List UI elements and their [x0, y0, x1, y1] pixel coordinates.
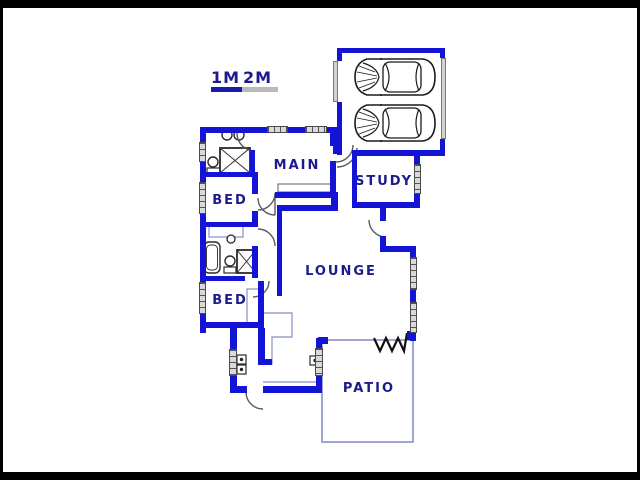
door-arc [335, 144, 354, 163]
wall [288, 127, 305, 133]
wall [200, 127, 267, 133]
wall [263, 386, 322, 393]
wall [250, 150, 255, 174]
wall [352, 150, 357, 208]
scale-label-1m: 1M [211, 68, 241, 87]
frame-top [0, 0, 640, 8]
wall [331, 192, 338, 211]
door-arc [257, 197, 276, 216]
switch-boxes [236, 354, 321, 375]
window [199, 282, 206, 314]
wall [277, 205, 338, 211]
wall [352, 202, 420, 208]
scale-label-2m: 2M [243, 68, 273, 87]
wall [203, 322, 260, 328]
door-arc [368, 219, 387, 238]
garage-door [333, 61, 338, 102]
door-arc [257, 192, 276, 211]
scale-bar-1m [211, 87, 242, 92]
scale-bar-2m [242, 87, 278, 92]
car-icon [354, 103, 436, 143]
room-label-bed1: BED [212, 193, 248, 208]
wall [203, 276, 245, 281]
door-arc [245, 391, 264, 410]
wall [337, 48, 342, 61]
patio-outline [321, 339, 414, 443]
wall [258, 281, 264, 328]
wall [410, 252, 416, 258]
wall [414, 194, 420, 203]
wall [380, 208, 386, 221]
wall [440, 139, 445, 155]
wall [440, 48, 445, 58]
wall [203, 172, 258, 177]
bathroom2-fixtures [203, 234, 257, 274]
window [267, 126, 288, 133]
wall [230, 328, 237, 349]
garage-door [441, 58, 446, 139]
wall [337, 48, 445, 53]
wall [258, 359, 272, 365]
wall [380, 236, 386, 252]
wall [203, 222, 258, 227]
window [315, 348, 323, 376]
room-label-patio: PATIO [342, 381, 396, 396]
wall [258, 328, 265, 364]
wall [233, 386, 247, 393]
wall [252, 211, 258, 223]
toilet-icon [224, 255, 236, 267]
room-label-lounge: LOUNGE [305, 264, 377, 279]
zigzag-opening-icon [373, 332, 409, 355]
wall [330, 161, 336, 198]
window [410, 257, 417, 290]
wall [407, 331, 416, 340]
built-in-cupboard [277, 183, 333, 193]
wall [252, 177, 258, 194]
wall [275, 192, 336, 198]
window [414, 164, 421, 194]
wall [230, 376, 237, 393]
ensuite-fixtures [206, 129, 251, 174]
wall [200, 127, 206, 142]
room-label-main: MAIN [273, 158, 321, 173]
window [305, 126, 327, 133]
toilet-icon [207, 156, 219, 168]
frame-right [637, 0, 640, 480]
frame-left [0, 0, 3, 480]
basin-icon [226, 234, 236, 244]
wall [410, 289, 416, 302]
window [229, 349, 237, 376]
door-arc [257, 228, 276, 247]
wall [414, 156, 420, 164]
window [199, 142, 206, 162]
window [199, 182, 206, 214]
wall [380, 246, 416, 252]
wall [318, 337, 328, 344]
wall [333, 127, 340, 154]
wall [316, 376, 322, 393]
room-label-bed2: BED [212, 293, 248, 308]
window [410, 302, 417, 333]
wall [252, 246, 258, 278]
frame-bottom [0, 472, 640, 480]
wall [277, 205, 282, 296]
room-label-study: STUDY [354, 174, 414, 189]
door-arc [252, 280, 270, 298]
wall [200, 214, 206, 282]
wall [337, 102, 342, 155]
car-icon [354, 57, 436, 97]
wall [352, 150, 445, 156]
